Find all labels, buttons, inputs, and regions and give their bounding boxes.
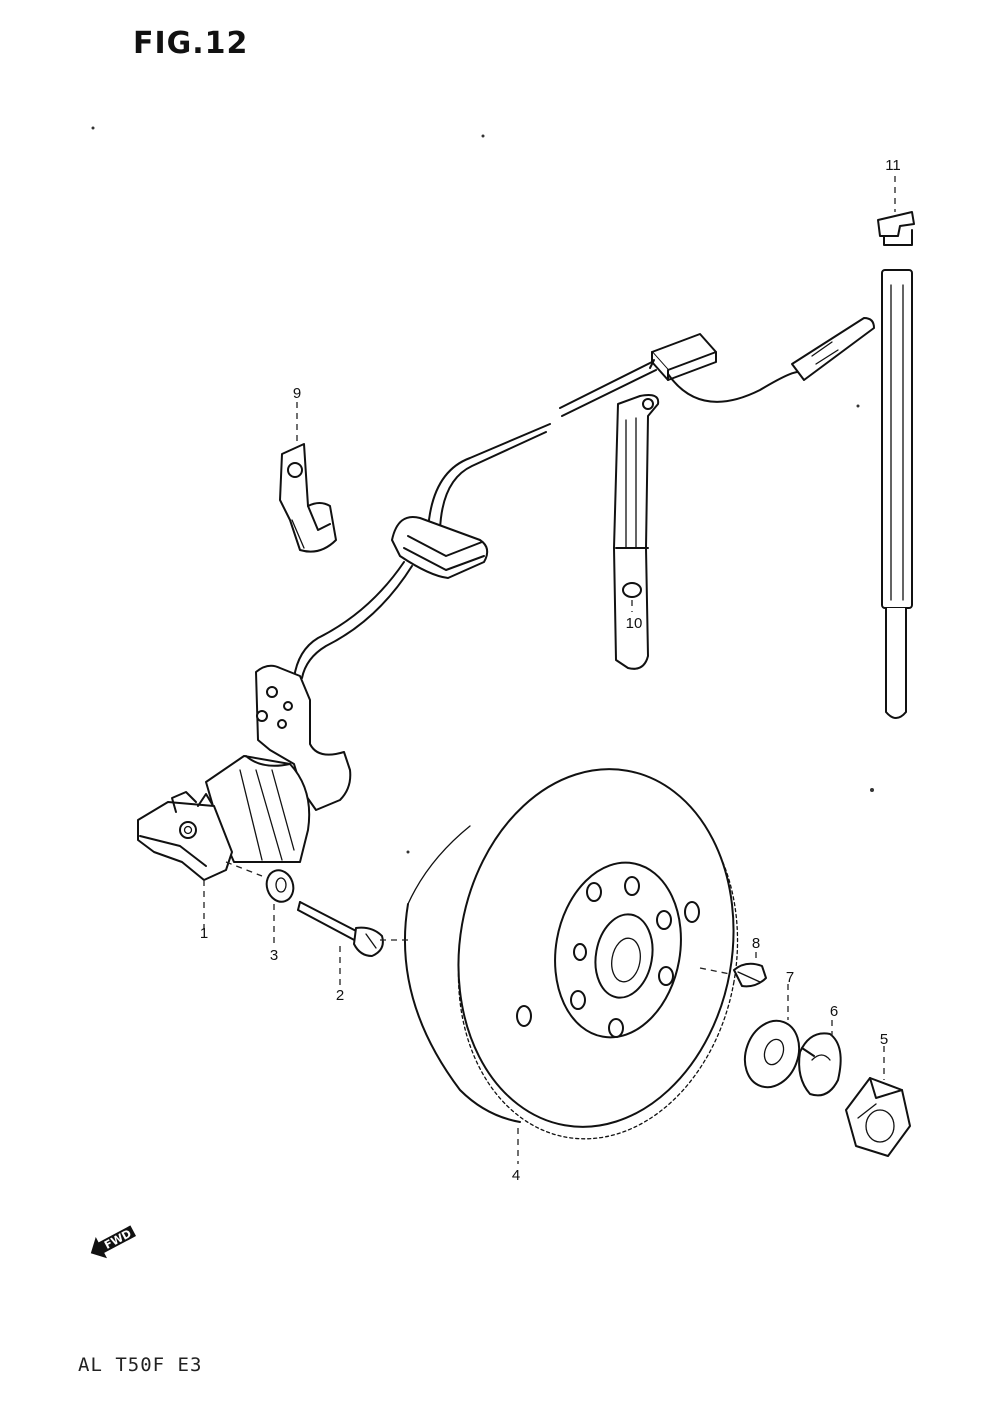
part-8-key[interactable]: [733, 962, 767, 988]
callout-11: 11: [885, 157, 901, 174]
callout-5: 5: [880, 1031, 888, 1048]
part-2-screw[interactable]: [297, 901, 384, 957]
callout-9: 9: [293, 385, 301, 402]
callout-10: 10: [626, 615, 643, 632]
part-9-clamp[interactable]: [279, 443, 337, 553]
scan-specks: [91, 126, 874, 854]
part-11-strap[interactable]: [877, 211, 915, 719]
fwd-arrow-icon: FWD: [90, 1225, 137, 1259]
part-5-nut[interactable]: [845, 1077, 911, 1157]
callout-labels: 1 2 3 4 5 6 7 8 9 10 11: [200, 157, 901, 1184]
part-1-pickup-coil[interactable]: [137, 664, 352, 881]
callout-2: 2: [336, 987, 344, 1004]
part-4-rotor[interactable]: [403, 747, 766, 1161]
callout-6: 6: [830, 1003, 838, 1020]
part-10-bracket[interactable]: [613, 394, 660, 670]
callout-4: 4: [512, 1167, 520, 1184]
part-6-lockwasher[interactable]: [798, 1032, 842, 1097]
part-3-washer[interactable]: [263, 867, 298, 905]
callout-3: 3: [270, 947, 278, 964]
figure-title: FIG.12: [133, 26, 249, 61]
callout-7: 7: [786, 969, 794, 986]
wire-harness[interactable]: [293, 317, 875, 679]
footer-model-code: AL T50F E3: [78, 1354, 203, 1376]
part-7-washer[interactable]: [736, 1013, 808, 1095]
fwd-label: FWD: [102, 1227, 134, 1252]
callout-8: 8: [752, 935, 760, 952]
callout-1: 1: [200, 925, 208, 942]
leader-lines: [203, 176, 896, 1164]
